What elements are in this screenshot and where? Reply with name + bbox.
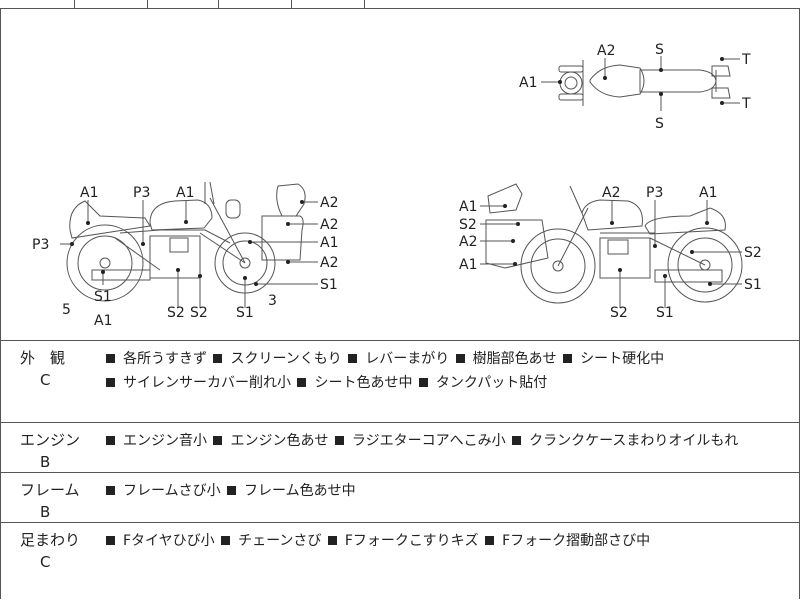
bullet-square-icon <box>327 536 337 545</box>
motorcycle-damage-diagram: A1 A2 S S T T A1 P3 A1 P3 5 S1 A1 S2 S2 … <box>32 42 762 329</box>
section-engine: エンジン B エンジン音小 エンジン色あせ ラジエターコアへこみ小 クランクケー… <box>0 422 800 473</box>
leader-lines-right <box>480 200 742 308</box>
condition-item: チェーンさび <box>219 533 321 549</box>
label-a1: A1 <box>699 185 717 201</box>
bullet-square-icon <box>297 378 307 387</box>
label-s2: S2 <box>610 305 628 321</box>
leader-lines-top <box>541 56 740 111</box>
top-table-remnant <box>0 0 800 8</box>
condition-item: スクリーンくもり <box>211 351 342 367</box>
top-cell <box>292 0 365 8</box>
condition-list: Fタイヤひび小 チェーンさび Fフォークこすりキズ Fフォーク摺動部さび中 <box>104 529 794 553</box>
top-cell <box>148 0 219 8</box>
label-s2: S2 <box>167 305 185 321</box>
top-cell <box>0 0 75 8</box>
label-s2: S2 <box>459 217 477 233</box>
label-t: T <box>741 96 751 112</box>
section-name: 外 観 <box>20 349 66 367</box>
motorcycle-top-view <box>558 60 731 106</box>
label-a2: A2 <box>597 43 615 59</box>
label-s2: S2 <box>190 305 208 321</box>
section-name: エンジン <box>20 431 81 449</box>
bullet-square-icon <box>485 536 495 545</box>
bullet-square-icon <box>213 354 223 363</box>
label-s1: S1 <box>94 289 112 305</box>
section-grade: B <box>40 503 51 521</box>
top-cell <box>75 0 148 8</box>
condition-list: 各所うすきず スクリーンくもり レバーまがり 樹脂部色あせ シート硬化中 サイレ… <box>104 347 794 395</box>
bullet-square-icon <box>213 436 223 445</box>
label-s1: S1 <box>744 277 762 293</box>
label-a1: A1 <box>459 199 477 215</box>
condition-item: Fタイヤひび小 <box>104 533 215 549</box>
leader-lines-left <box>60 200 318 308</box>
section-grade: B <box>40 453 51 471</box>
condition-item: フレームさび小 <box>104 483 221 499</box>
label-p3: P3 <box>32 237 49 253</box>
condition-item: サイレンサーカバー削れ小 <box>104 375 291 391</box>
label-p3: P3 <box>133 185 150 201</box>
label-a2: A2 <box>320 195 338 211</box>
motorcycle-right-view <box>485 183 743 304</box>
label-a2: A2 <box>602 185 620 201</box>
label-num5: 5 <box>62 302 71 318</box>
condition-item: タンクパット貼付 <box>417 375 547 391</box>
condition-item: シート硬化中 <box>561 351 664 367</box>
condition-item: ラジエターコアへこみ小 <box>333 433 506 449</box>
condition-item: Fフォーク摺動部さび中 <box>483 533 650 549</box>
label-a1: A1 <box>519 75 537 91</box>
label-a1: A1 <box>94 313 112 329</box>
section-grade: C <box>40 371 51 389</box>
condition-item: クランクケースまわりオイルもれ <box>510 433 738 449</box>
label-s: S <box>655 42 664 58</box>
bullet-square-icon <box>106 486 115 495</box>
label-a1: A1 <box>80 185 98 201</box>
label-a1: A1 <box>459 257 477 273</box>
section-name: フレーム <box>20 481 80 499</box>
label-s2: S2 <box>744 245 762 261</box>
section-frame: フレーム B フレームさび小 フレーム色あせ中 <box>0 472 800 523</box>
label-num3: 3 <box>268 293 277 309</box>
label-a1: A1 <box>320 235 338 251</box>
bullet-square-icon <box>512 436 522 445</box>
label-a2: A2 <box>320 255 338 271</box>
bullet-square-icon <box>348 354 358 363</box>
condition-item: エンジン音小 <box>104 433 207 449</box>
bullet-square-icon <box>455 354 465 363</box>
label-s: S <box>655 116 664 132</box>
bullet-square-icon <box>227 486 237 495</box>
bullet-square-icon <box>221 536 231 545</box>
bullet-square-icon <box>563 354 573 363</box>
bullet-square-icon <box>334 436 344 445</box>
label-a1: A1 <box>176 185 194 201</box>
label-a2: A2 <box>459 234 477 250</box>
bullet-square-icon <box>106 536 115 545</box>
top-cell <box>219 0 292 8</box>
condition-item: レバーまがり <box>346 351 449 367</box>
condition-item: 樹脂部色あせ <box>454 351 557 367</box>
label-t: T <box>741 52 751 68</box>
label-s1: S1 <box>320 277 338 293</box>
label-s1: S1 <box>236 305 254 321</box>
bullet-square-icon <box>106 354 115 363</box>
label-a2: A2 <box>320 217 338 233</box>
bullet-square-icon <box>106 378 115 387</box>
label-p3: P3 <box>646 185 663 201</box>
condition-item: シート色あせ中 <box>295 375 412 391</box>
damage-markers <box>70 57 724 286</box>
condition-item: 各所うすきず <box>104 351 207 367</box>
motorcycle-left-view <box>66 181 306 302</box>
condition-item: エンジン色あせ <box>211 433 328 449</box>
section-suspension: 足まわり C Fタイヤひび小 チェーンさび Fフォークこすりキズ Fフォーク摺動… <box>0 522 800 601</box>
section-exterior: 外 観 C 各所うすきず スクリーンくもり レバーまがり 樹脂部色あせ シート硬… <box>0 340 800 423</box>
condition-item: フレーム色あせ中 <box>225 483 356 499</box>
section-grade: C <box>40 553 51 571</box>
condition-item: Fフォークこすりキズ <box>326 533 479 549</box>
section-name: 足まわり <box>20 531 81 549</box>
bullet-square-icon <box>106 436 115 445</box>
condition-list: フレームさび小 フレーム色あせ中 <box>104 479 794 503</box>
condition-list: エンジン音小 エンジン色あせ ラジエターコアへこみ小 クランクケースまわりオイル… <box>104 429 794 453</box>
label-s1: S1 <box>656 305 674 321</box>
bullet-square-icon <box>418 378 428 387</box>
